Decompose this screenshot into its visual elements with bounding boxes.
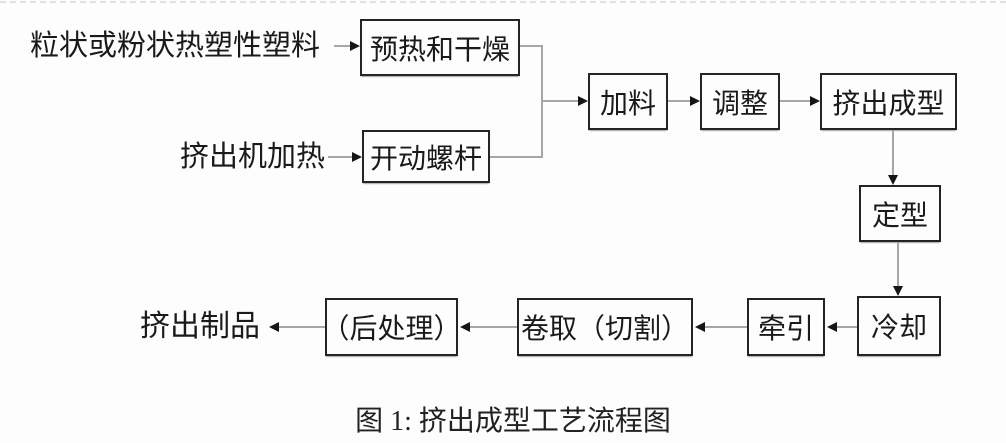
- node-start-screw: 开动螺杆: [362, 130, 490, 183]
- label-extruder-heating: 挤出机加热: [180, 141, 326, 173]
- connector-heating-screw: [328, 156, 352, 158]
- node-feed: 加料: [588, 73, 668, 130]
- connector-feed-adjust: [668, 100, 690, 102]
- arrowhead-left-icon: [460, 322, 470, 332]
- node-preheat-dry: 预热和干燥: [360, 19, 520, 76]
- arrowhead-left-icon: [269, 322, 279, 332]
- connector-adjust-extrude: [780, 100, 810, 102]
- arrowhead-down-icon: [888, 175, 898, 185]
- arrowhead-right-icon: [352, 152, 362, 162]
- arrowhead-right-icon: [810, 96, 820, 106]
- connector-shape-cool: [897, 242, 899, 287]
- node-cool: 冷却: [857, 296, 941, 356]
- arrowhead-right-icon: [578, 96, 588, 106]
- connector-screw-merge: [490, 156, 543, 158]
- connector-pull-wind: [705, 326, 747, 328]
- arrowhead-right-icon: [350, 41, 360, 51]
- connector-wind-post: [470, 326, 517, 328]
- arrowhead-right-icon: [690, 96, 700, 106]
- connector-cool-pull: [837, 326, 857, 328]
- node-pull: 牵引: [747, 298, 825, 356]
- connector-post-product: [279, 326, 325, 328]
- figure-caption: 图 1: 挤出成型工艺流程图: [355, 406, 671, 437]
- arrowhead-down-icon: [893, 286, 903, 296]
- connector-merge-feed: [542, 100, 578, 102]
- node-post-process: （后处理）: [322, 298, 462, 356]
- page-dashed-border: [0, 1, 1006, 3]
- label-extruded-product: 挤出制品: [140, 310, 260, 343]
- arrowhead-left-icon: [695, 322, 705, 332]
- label-material-input: 粒状或粉状热塑性塑料: [30, 30, 321, 62]
- node-adjust: 调整: [700, 73, 780, 130]
- connector-preheat-merge: [520, 45, 543, 47]
- node-extrude: 挤出成型: [820, 73, 957, 130]
- node-wind-cut: 卷取（切割）: [517, 298, 693, 356]
- connector-extrude-shape: [892, 130, 894, 177]
- node-set-shape: 定型: [859, 185, 941, 242]
- arrowhead-left-icon: [827, 322, 837, 332]
- connector-material-preheat: [334, 45, 354, 47]
